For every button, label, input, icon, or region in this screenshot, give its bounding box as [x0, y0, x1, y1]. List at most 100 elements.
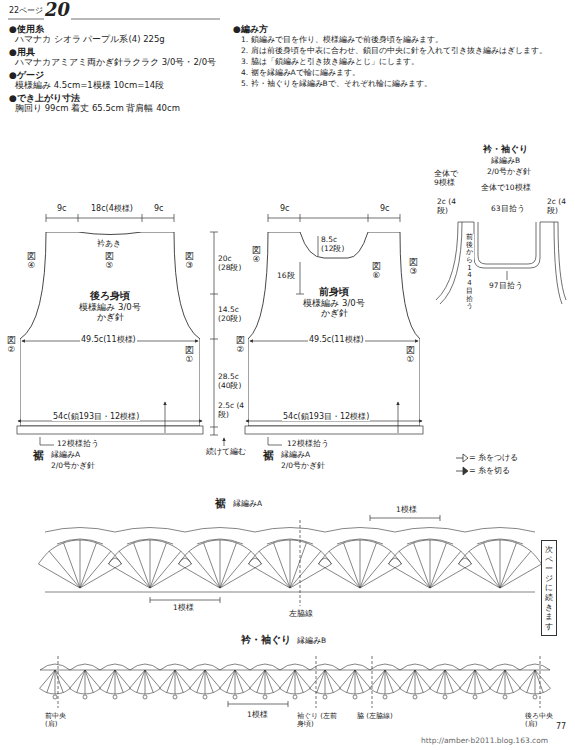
piece-dimension-label: 9c	[279, 204, 291, 213]
treble-stitch	[107, 670, 115, 693]
fan-edge	[108, 540, 191, 564]
treble-stitch	[80, 543, 96, 588]
treble-stitch	[520, 670, 535, 688]
piece-dimension-label: 続けて編む	[205, 448, 247, 457]
chain-arch	[267, 539, 313, 544]
treble-stitch	[145, 670, 160, 688]
pick-up-row	[40, 670, 550, 671]
treble-stitch	[150, 564, 192, 588]
picot	[263, 695, 267, 699]
chain-arch	[430, 664, 460, 670]
fan-edge	[318, 540, 401, 564]
foundation-chain	[45, 592, 535, 593]
picot	[53, 695, 57, 699]
piece-dimension-label: 縁編みB	[490, 157, 521, 166]
treble-stitch	[70, 670, 85, 688]
direction-arrow	[165, 402, 166, 433]
treble-stitch	[49, 551, 80, 588]
treble-stitch	[535, 670, 536, 694]
treble-stitch	[388, 564, 430, 588]
picot	[143, 695, 147, 699]
treble-stitch	[38, 564, 80, 588]
piece-text: 前身頃模様編み 3/0号かぎ針	[248, 286, 420, 318]
join-arrow	[224, 438, 225, 446]
chart-label: 脇 (左脇線)	[356, 712, 396, 720]
chain-arch	[477, 539, 523, 544]
materials-text: 模様編み 4.5cm=1模様 10cm=14段	[14, 81, 165, 91]
picot	[353, 695, 357, 699]
treble-stitch	[235, 670, 236, 694]
chain-arch	[108, 558, 121, 564]
legend-text: = 糸を切る	[469, 466, 510, 475]
chain-arch	[248, 558, 261, 564]
piece-dimension-label: 図④	[26, 252, 37, 271]
fan-edge	[248, 540, 331, 564]
fan-edge	[220, 688, 251, 694]
chain-arch	[520, 664, 550, 670]
treble-stitch	[460, 670, 475, 688]
legend-sample	[456, 467, 468, 475]
treble-stitch	[250, 670, 265, 688]
treble-stitch	[274, 543, 290, 588]
treble-stitch	[484, 543, 500, 588]
treble-stitch	[77, 670, 85, 693]
treble-stitch	[445, 670, 460, 688]
instruction-text: 4. 裾を縁編みAで輪に編みます。	[240, 69, 361, 78]
chart-label: 衿・袖ぐり	[240, 634, 292, 646]
treble-stitch	[189, 551, 220, 588]
instruction-text: ●編み方	[232, 24, 269, 34]
materials-text: ●使用糸	[8, 24, 45, 34]
piece-dimension-label: 裾	[32, 450, 45, 463]
treble-stitch	[475, 670, 483, 693]
piece-dimension-label: 54c(鎖193目・12模様)	[52, 412, 140, 421]
cut-yarn-symbol	[455, 466, 469, 476]
piece-outline	[20, 232, 200, 426]
chain-arch	[460, 664, 490, 670]
treble-stitch	[445, 670, 453, 693]
treble-stitch	[430, 670, 445, 688]
picot	[503, 695, 507, 699]
treble-stitch	[360, 564, 402, 588]
treble-stitch	[370, 670, 385, 688]
picot	[113, 695, 117, 699]
fan-edge	[160, 688, 191, 694]
page-heading: 22ページ	[8, 6, 44, 15]
piece-dimension-label: 14.5c (20段)	[217, 306, 249, 323]
chain-arch	[388, 558, 401, 564]
neck-opening	[474, 222, 540, 268]
depth-dimension	[296, 262, 304, 294]
treble-stitch	[205, 670, 220, 688]
chain-arch	[325, 528, 395, 533]
treble-stitch	[167, 670, 175, 693]
fan-edge	[388, 540, 471, 564]
treble-stitch	[399, 551, 430, 588]
chart-label: 袖ぐり (左前身頃)	[296, 712, 340, 728]
stitch-note: 模様編み 3/0号かぎ針	[303, 298, 365, 318]
hem-band	[17, 426, 203, 434]
chain-arch	[255, 528, 325, 533]
piece-dimension-label: 2c (4段)	[546, 198, 570, 215]
piece-dimension-label: 97目拾う	[488, 282, 524, 291]
treble-stitch	[160, 670, 175, 688]
materials-text: ハマナカアミアミ両かぎ針ラクラク 3/0号・2/0号	[14, 58, 217, 68]
piece-dimension-label: 2.5c (4段)	[217, 402, 247, 419]
pattern-repeat-bracket	[228, 701, 288, 707]
chain-arch	[400, 664, 430, 670]
treble-stitch	[535, 670, 543, 693]
piece-dimension-label: 2/0号かぎ針	[486, 168, 532, 177]
chain-arch	[160, 664, 190, 670]
piece-dimension-label: 16段	[276, 272, 296, 281]
chain-arch	[370, 664, 400, 670]
fan-edge	[100, 688, 131, 694]
piece-dimension-label: 図①	[405, 346, 416, 365]
treble-stitch	[415, 670, 416, 694]
materials-text: ●ゲージ	[8, 70, 45, 80]
piece-name: 後ろ身頃	[20, 290, 200, 302]
header-rule	[8, 19, 220, 20]
materials-text: ハマナカ シオラ パープル系(4) 225g	[14, 35, 166, 45]
treble-stitch	[497, 670, 505, 693]
treble-stitch	[115, 670, 130, 688]
piece-dimension-label: 縁編みA	[50, 451, 81, 460]
treble-stitch	[385, 670, 393, 693]
treble-stitch	[85, 670, 93, 693]
